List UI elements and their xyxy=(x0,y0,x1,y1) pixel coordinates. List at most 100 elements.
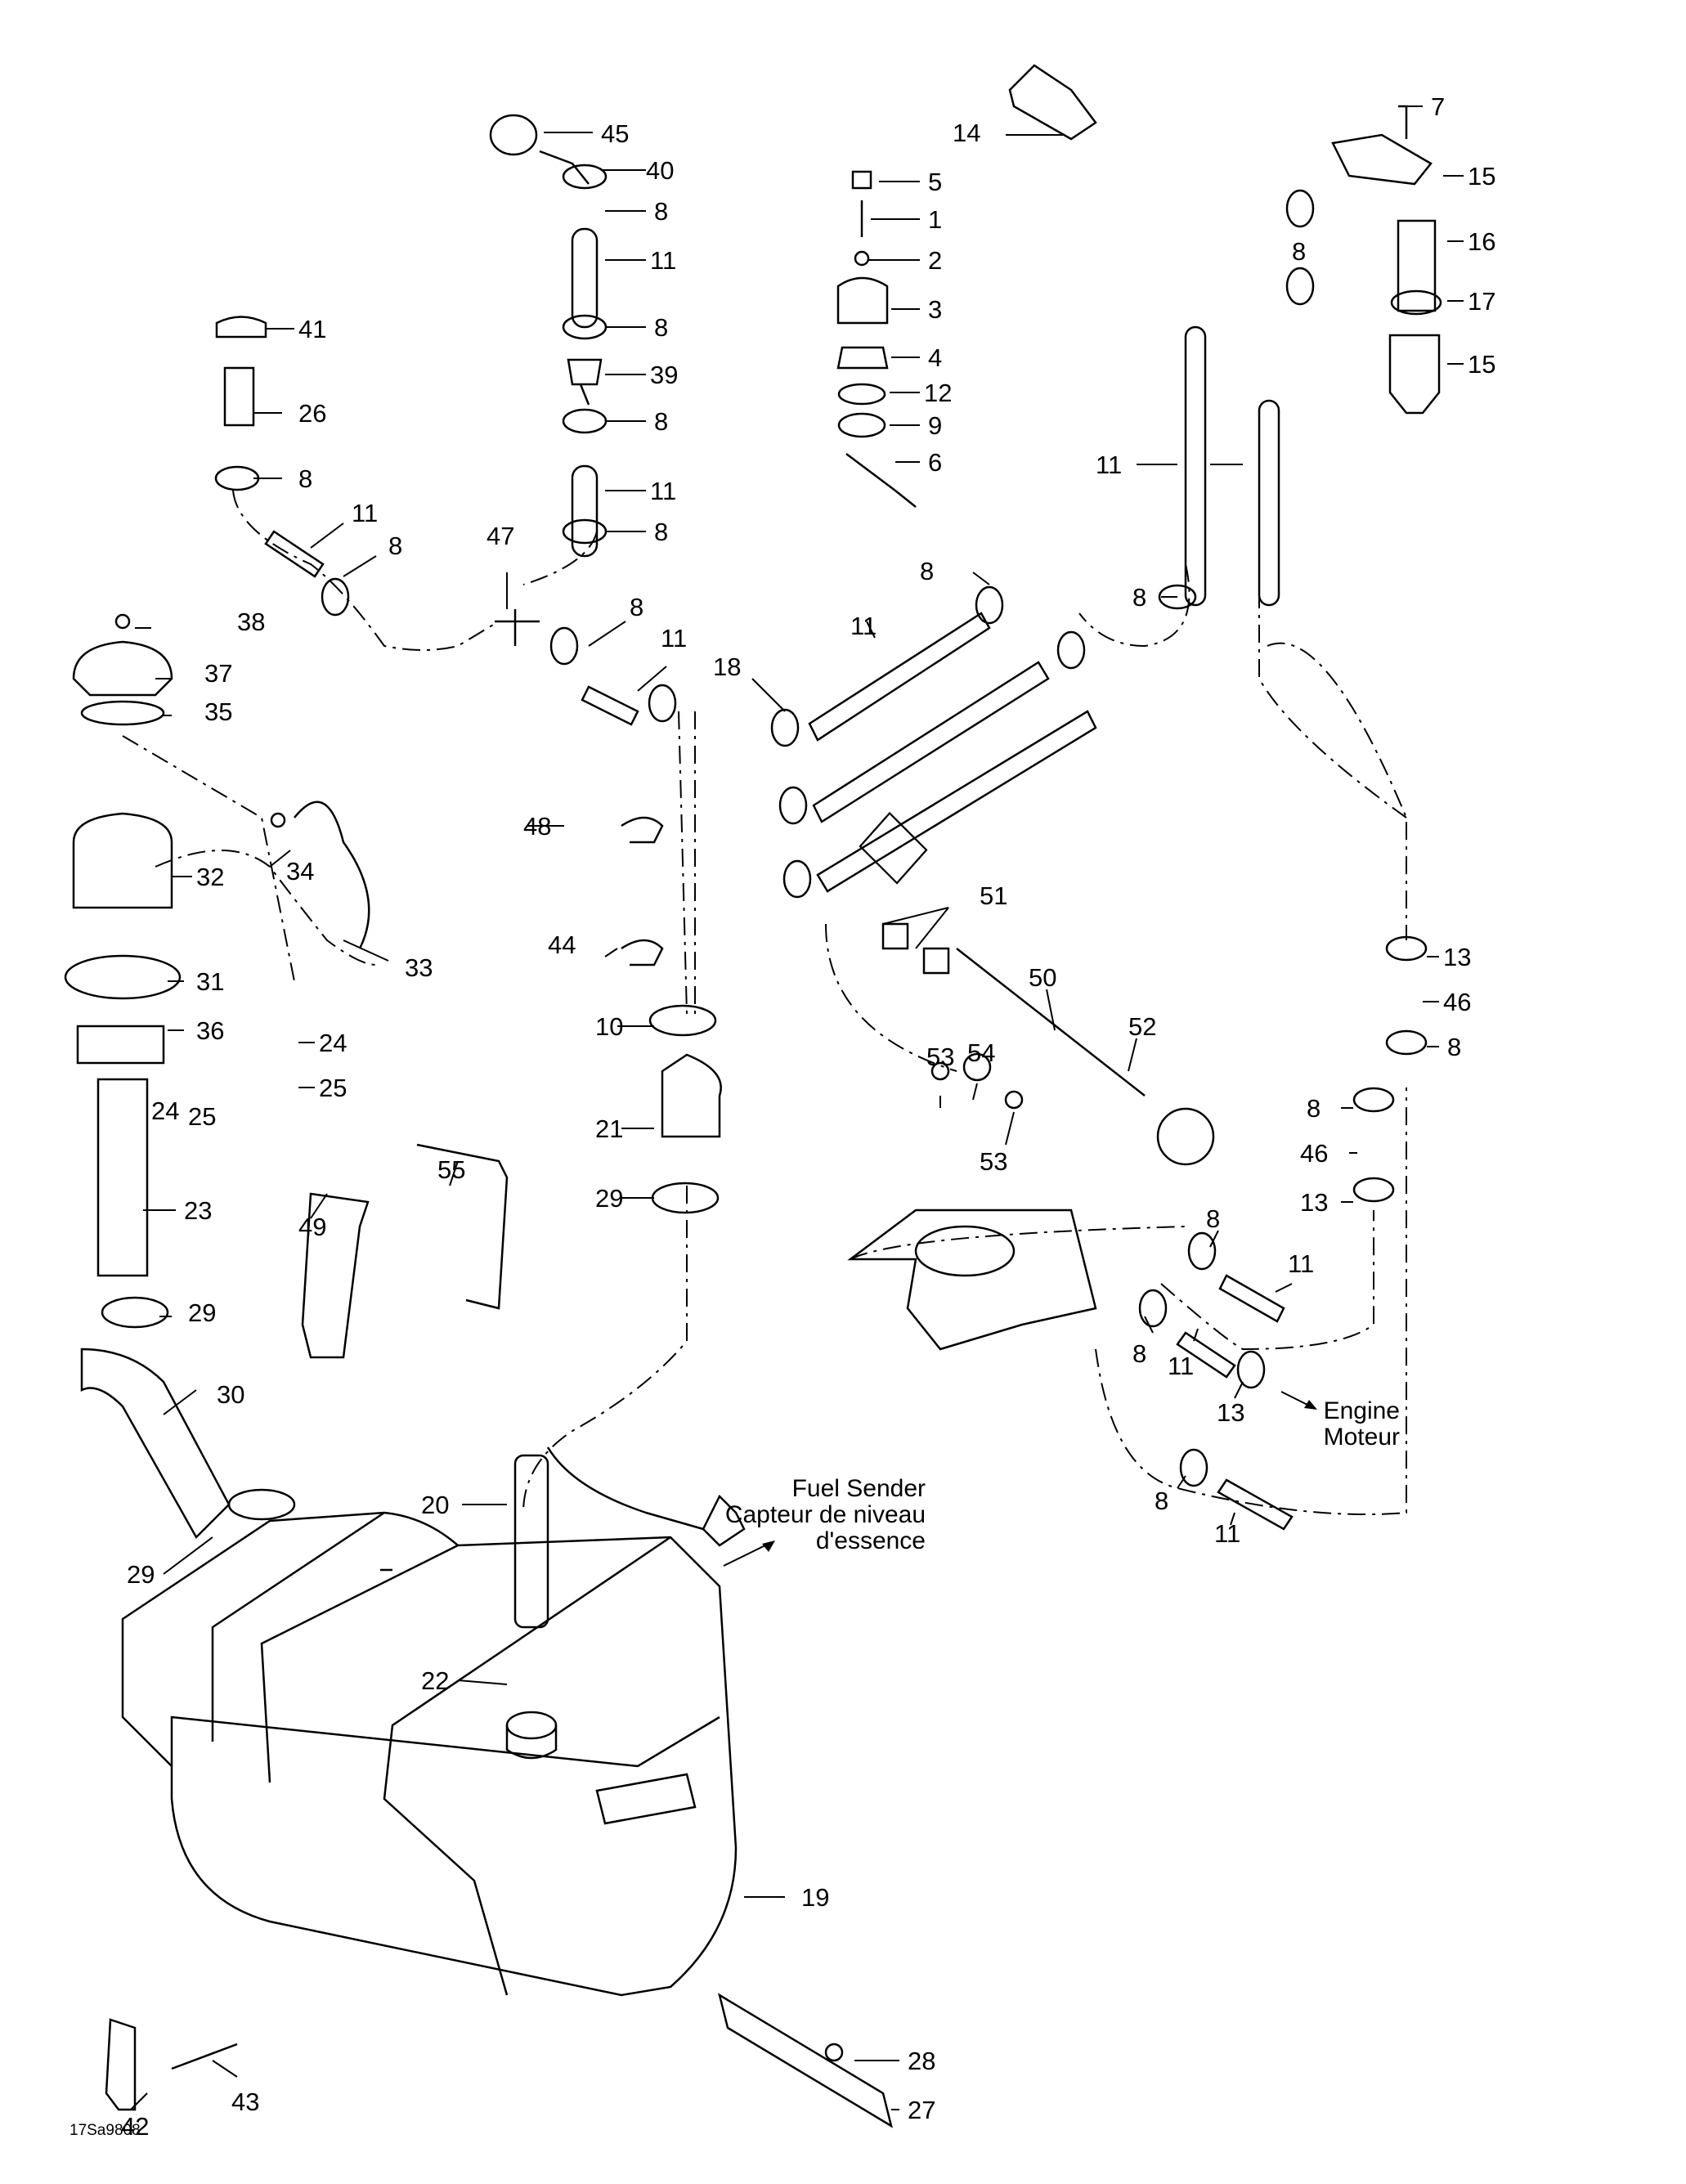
callout-17: 17 xyxy=(1468,287,1496,316)
callout-39: 39 xyxy=(650,361,679,389)
callout-27: 27 xyxy=(908,2096,936,2124)
fuel-sender-label-en: Fuel Sender xyxy=(791,1475,926,1502)
callout-8: 8 xyxy=(1132,1339,1147,1368)
callout-44: 44 xyxy=(548,931,576,959)
callout-8: 8 xyxy=(654,313,669,342)
callout-33: 33 xyxy=(405,953,433,982)
callout-14: 14 xyxy=(953,119,981,147)
callout-3: 3 xyxy=(928,295,943,324)
callout-11: 11 xyxy=(1096,451,1123,479)
callout-25: 25 xyxy=(188,1102,217,1131)
callout-29: 29 xyxy=(127,1560,155,1589)
callout-8: 8 xyxy=(1307,1094,1321,1123)
callout-25: 25 xyxy=(319,1074,348,1102)
callout-18: 18 xyxy=(713,653,742,681)
callout-8: 8 xyxy=(1132,583,1147,612)
callout-51: 51 xyxy=(980,881,1008,910)
callout-8: 8 xyxy=(1447,1033,1462,1061)
callout-11: 11 xyxy=(661,624,688,653)
callout-12: 12 xyxy=(924,379,953,407)
callout-8: 8 xyxy=(298,464,313,493)
callout-8: 8 xyxy=(1206,1204,1221,1233)
callout-23: 23 xyxy=(184,1196,213,1225)
callout-8: 8 xyxy=(630,593,644,621)
callout-8: 8 xyxy=(654,407,669,436)
callout-5: 5 xyxy=(928,168,943,196)
callout-11: 11 xyxy=(650,477,677,505)
callout-24: 24 xyxy=(151,1096,180,1125)
callout-35: 35 xyxy=(204,697,233,726)
callout-8: 8 xyxy=(654,518,669,546)
callout-32: 32 xyxy=(196,863,225,891)
engine-label-fr: Moteur xyxy=(1323,1424,1400,1451)
fuel-tank xyxy=(121,1511,738,1997)
callout-46: 46 xyxy=(1300,1139,1329,1168)
callout-41: 41 xyxy=(298,315,327,343)
callout-34: 34 xyxy=(286,857,315,886)
callout-48: 48 xyxy=(523,812,552,841)
callout-6: 6 xyxy=(928,448,943,477)
callout-8: 8 xyxy=(1292,237,1307,266)
callout-38: 38 xyxy=(237,608,266,636)
callout-15: 15 xyxy=(1468,162,1496,191)
hoses xyxy=(264,227,1294,1629)
callout-11: 11 xyxy=(1214,1519,1241,1548)
callout-22: 22 xyxy=(421,1666,450,1695)
callout-52: 52 xyxy=(1128,1012,1157,1041)
callout-30: 30 xyxy=(217,1380,245,1409)
callout-21: 21 xyxy=(595,1114,624,1143)
callout-50: 50 xyxy=(1029,963,1057,992)
callout-55: 55 xyxy=(437,1155,466,1184)
callout-10: 10 xyxy=(595,1012,624,1041)
callout-20: 20 xyxy=(421,1491,450,1519)
callout-8: 8 xyxy=(388,531,403,560)
callout-29: 29 xyxy=(595,1184,624,1213)
callout-8: 8 xyxy=(654,197,669,226)
hose-clamps xyxy=(101,164,1428,1521)
callout-8: 8 xyxy=(920,557,935,585)
callout-47: 47 xyxy=(487,522,515,550)
callout-26: 26 xyxy=(298,399,327,428)
callout-11: 11 xyxy=(1288,1249,1315,1278)
engine-label-en: Engine xyxy=(1323,1397,1400,1424)
callout-11: 11 xyxy=(850,612,877,640)
callout-31: 31 xyxy=(196,967,225,996)
callout-8: 8 xyxy=(1155,1487,1169,1515)
callout-7: 7 xyxy=(1431,92,1446,121)
callout-2: 2 xyxy=(928,246,943,275)
callout-13: 13 xyxy=(1217,1398,1245,1427)
engine-arrow-icon xyxy=(1280,1391,1317,1410)
callout-1: 1 xyxy=(928,205,943,234)
callout-42: 42 xyxy=(121,2112,150,2141)
callout-53: 53 xyxy=(926,1043,955,1071)
callout-4: 4 xyxy=(928,343,943,372)
fuel-sender-label-fr2: d'essence xyxy=(815,1527,926,1554)
callout-24: 24 xyxy=(319,1029,348,1057)
callout-43: 43 xyxy=(231,2088,260,2116)
callout-37: 37 xyxy=(204,659,233,688)
callout-40: 40 xyxy=(646,156,675,185)
callout-11: 11 xyxy=(650,246,677,275)
figure-code: 17Sa9808 xyxy=(70,2122,141,2139)
fittings-and-parts xyxy=(64,64,1442,2128)
fuel-sender-note: Fuel Sender Capteur de niveau d'essence xyxy=(711,1476,926,1554)
fuel-sender-arrow-icon xyxy=(723,1540,775,1567)
callout-36: 36 xyxy=(196,1016,225,1045)
callout-15: 15 xyxy=(1468,350,1496,379)
callout-9: 9 xyxy=(928,411,943,440)
hose-routing-lines xyxy=(122,490,1407,1515)
callout-11: 11 xyxy=(1168,1352,1195,1380)
engine-note: Engine Moteur xyxy=(1308,1398,1400,1451)
callout-leaders xyxy=(130,105,1464,2110)
callout-29: 29 xyxy=(188,1298,217,1327)
callout-11: 11 xyxy=(352,499,379,527)
callout-13: 13 xyxy=(1300,1188,1329,1217)
fuel-sender-label-fr1: Capteur de niveau xyxy=(724,1501,926,1528)
callout-54: 54 xyxy=(967,1038,996,1067)
callout-53: 53 xyxy=(980,1147,1008,1176)
callout-46: 46 xyxy=(1443,988,1472,1016)
callout-16: 16 xyxy=(1468,227,1496,256)
callout-28: 28 xyxy=(908,2047,936,2075)
callout-19: 19 xyxy=(801,1883,830,1912)
